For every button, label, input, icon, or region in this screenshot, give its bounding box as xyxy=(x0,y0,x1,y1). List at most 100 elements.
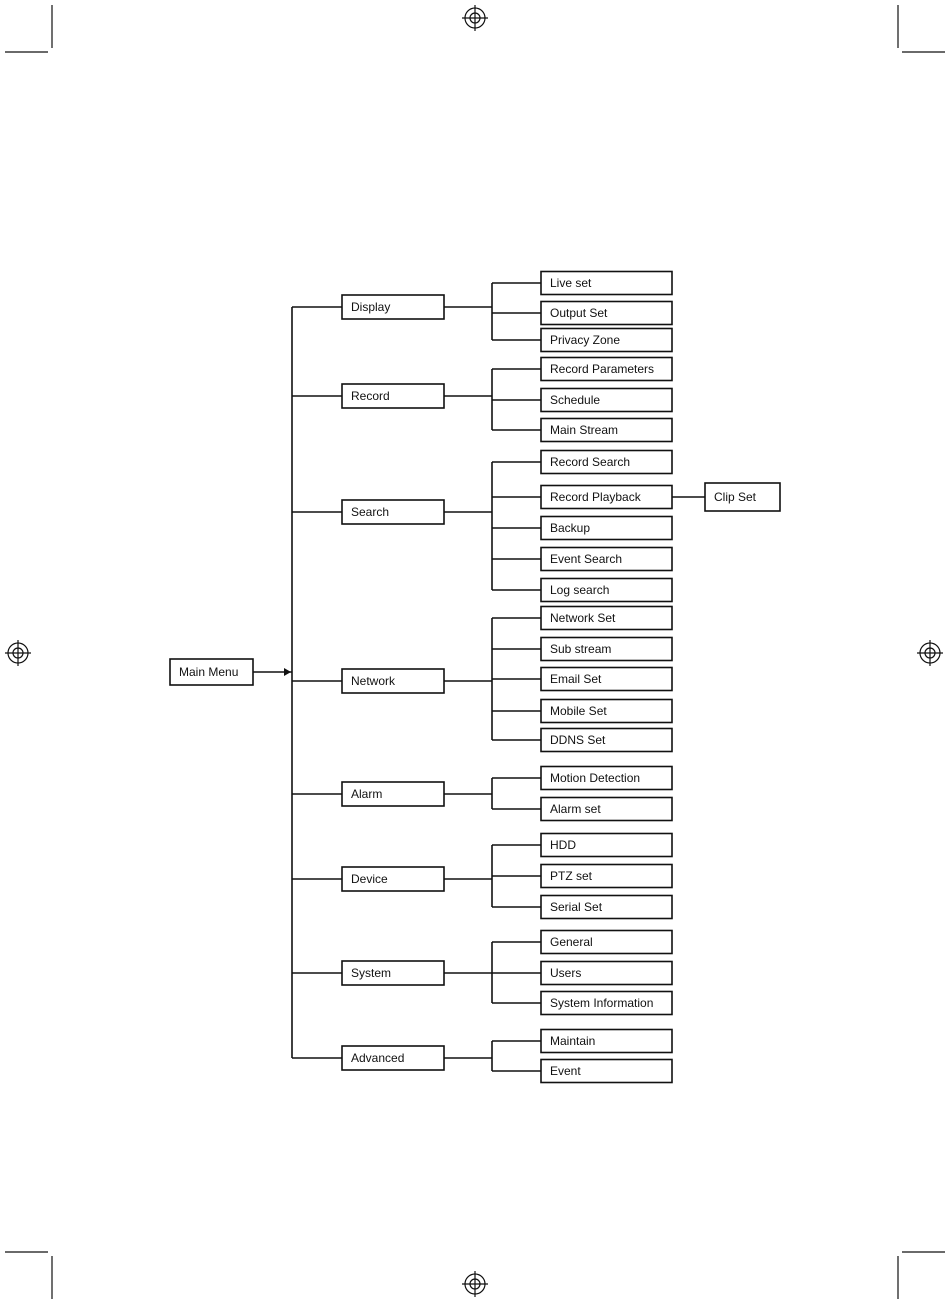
item-general-node-box xyxy=(540,929,673,955)
item-clip-set-node-label: Clip Set xyxy=(714,490,757,504)
item-event-search-node-box xyxy=(540,546,673,572)
item-event-node: Event xyxy=(540,1058,673,1084)
item-output-set-node: Output Set xyxy=(540,300,673,326)
item-sub-stream-node-box xyxy=(540,636,673,662)
item-sub-stream-node-label: Sub stream xyxy=(550,642,611,656)
item-live-set-node: Live set xyxy=(540,270,673,296)
item-schedule-node-box xyxy=(540,387,673,413)
item-general-node-label: General xyxy=(550,935,593,949)
item-hdd-node: HDD xyxy=(540,832,673,858)
item-mobile-set-node: Mobile Set xyxy=(540,698,673,724)
item-event-node-box xyxy=(540,1058,673,1084)
item-users-node: Users xyxy=(540,960,673,986)
crop-marks xyxy=(5,5,945,1299)
category-record-node: Record xyxy=(341,383,445,409)
item-backup-node-box xyxy=(540,515,673,541)
category-search-node-label: Search xyxy=(351,505,389,519)
item-serial-set-node-box xyxy=(540,894,673,920)
item-system-information-node-label: System Information xyxy=(550,996,653,1010)
item-ptz-set-node-box xyxy=(540,863,673,889)
item-record-search-node-label: Record Search xyxy=(550,455,630,469)
category-display-node-label: Display xyxy=(351,300,390,314)
category-alarm-node-label: Alarm xyxy=(351,787,382,801)
item-clip-set-node: Clip Set xyxy=(704,482,781,512)
item-alarm-set-node-box xyxy=(540,796,673,822)
item-maintain-node: Maintain xyxy=(540,1028,673,1054)
registration-mark-icon xyxy=(462,5,488,31)
arrow-head-icon xyxy=(284,668,291,676)
item-maintain-node-box xyxy=(540,1028,673,1054)
item-general-node: General xyxy=(540,929,673,955)
main-menu-node: Main Menu xyxy=(169,658,254,686)
item-motion-detection-node: Motion Detection xyxy=(540,765,673,791)
item-hdd-node-label: HDD xyxy=(550,838,576,852)
item-clip-set-node-box xyxy=(704,482,781,512)
category-advanced-node: Advanced xyxy=(341,1045,445,1071)
category-system-node: System xyxy=(341,960,445,986)
item-live-set-node-box xyxy=(540,270,673,296)
item-output-set-node-label: Output Set xyxy=(550,306,608,320)
item-sub-stream-node: Sub stream xyxy=(540,636,673,662)
registration-mark-icon xyxy=(462,1271,488,1297)
item-email-set-node: Email Set xyxy=(540,666,673,692)
item-record-search-node-box xyxy=(540,449,673,475)
registration-marks xyxy=(5,5,943,1297)
category-record-node-box xyxy=(341,383,445,409)
item-record-parameters-node: Record Parameters xyxy=(540,356,673,382)
item-users-node-label: Users xyxy=(550,966,581,980)
category-search-node-box xyxy=(341,499,445,525)
item-ptz-set-node-label: PTZ set xyxy=(550,869,593,883)
item-event-node-label: Event xyxy=(550,1064,581,1078)
item-serial-set-node: Serial Set xyxy=(540,894,673,920)
item-main-stream-node-label: Main Stream xyxy=(550,423,618,437)
category-network-node: Network xyxy=(341,668,445,694)
item-record-playback-node: Record Playback xyxy=(540,484,673,510)
registration-mark-icon xyxy=(5,640,31,666)
item-privacy-zone-node-label: Privacy Zone xyxy=(550,333,620,347)
category-record-node-label: Record xyxy=(351,389,390,403)
item-event-search-node-label: Event Search xyxy=(550,552,622,566)
item-record-playback-node-label: Record Playback xyxy=(550,490,642,504)
category-display-node: Display xyxy=(341,294,445,320)
item-mobile-set-node-box xyxy=(540,698,673,724)
item-network-set-node: Network Set xyxy=(540,605,673,631)
category-advanced-node-label: Advanced xyxy=(351,1051,404,1065)
item-log-search-node-label: Log search xyxy=(550,583,609,597)
category-device-node: Device xyxy=(341,866,445,892)
item-main-stream-node-box xyxy=(540,417,673,443)
item-motion-detection-node-label: Motion Detection xyxy=(550,771,640,785)
category-display-node-box xyxy=(341,294,445,320)
item-email-set-node-label: Email Set xyxy=(550,672,602,686)
item-serial-set-node-label: Serial Set xyxy=(550,900,603,914)
category-alarm-node-box xyxy=(341,781,445,807)
item-log-search-node: Log search xyxy=(540,577,673,603)
item-backup-node-label: Backup xyxy=(550,521,590,535)
item-system-information-node-box xyxy=(540,990,673,1016)
item-ddns-set-node-box xyxy=(540,727,673,753)
item-schedule-node: Schedule xyxy=(540,387,673,413)
item-backup-node: Backup xyxy=(540,515,673,541)
category-system-node-label: System xyxy=(351,966,391,980)
category-search-node: Search xyxy=(341,499,445,525)
category-network-node-label: Network xyxy=(351,674,396,688)
category-device-node-label: Device xyxy=(351,872,388,886)
item-record-parameters-node-label: Record Parameters xyxy=(550,362,654,376)
item-email-set-node-box xyxy=(540,666,673,692)
registration-mark-icon xyxy=(917,640,943,666)
category-alarm-node: Alarm xyxy=(341,781,445,807)
item-live-set-node-label: Live set xyxy=(550,276,592,290)
item-network-set-node-label: Network Set xyxy=(550,611,616,625)
item-log-search-node-box xyxy=(540,577,673,603)
item-alarm-set-node-label: Alarm set xyxy=(550,802,601,816)
item-event-search-node: Event Search xyxy=(540,546,673,572)
item-privacy-zone-node: Privacy Zone xyxy=(540,327,673,353)
item-hdd-node-box xyxy=(540,832,673,858)
item-system-information-node: System Information xyxy=(540,990,673,1016)
main-menu-node-label: Main Menu xyxy=(179,665,238,679)
item-record-search-node: Record Search xyxy=(540,449,673,475)
item-output-set-node-box xyxy=(540,300,673,326)
item-alarm-set-node: Alarm set xyxy=(540,796,673,822)
item-ptz-set-node: PTZ set xyxy=(540,863,673,889)
